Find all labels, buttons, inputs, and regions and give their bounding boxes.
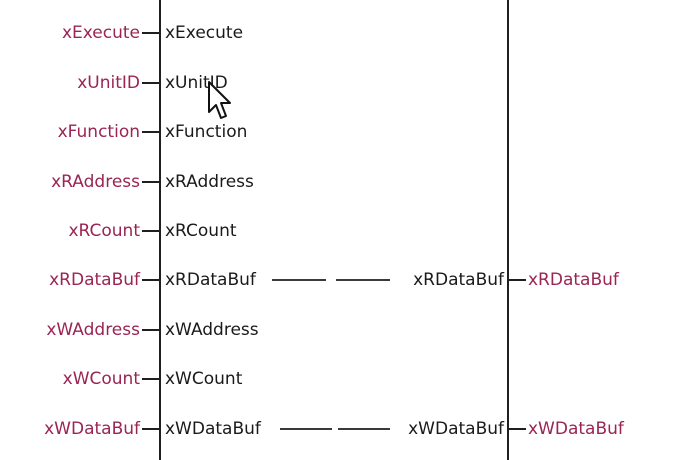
input-variable-xunitid[interactable]: xUnitID: [77, 73, 140, 93]
input-variable-xwcount[interactable]: xWCount: [62, 369, 140, 389]
input-variable-xwaddress[interactable]: xWAddress: [46, 320, 140, 340]
output-pin-xrdatabuf: xRDataBuf: [413, 270, 504, 290]
input-pin-xraddress: xRAddress: [165, 172, 254, 192]
input-wire: [142, 279, 159, 281]
input-variable-xrdatabuf[interactable]: xRDataBuf: [49, 270, 140, 290]
input-pin-xfunction: xFunction: [165, 122, 248, 142]
input-wire: [142, 378, 159, 380]
input-wire: [142, 230, 159, 232]
input-row-xunitid: xUnitID xUnitID: [0, 69, 696, 97]
input-variable-xfunction[interactable]: xFunction: [57, 122, 140, 142]
input-row-xwaddress: xWAddress xWAddress: [0, 316, 696, 344]
inout-connection-dash: [272, 279, 326, 281]
output-pin-xwdatabuf: xWDataBuf: [408, 419, 504, 439]
function-block-left-border: [159, 0, 161, 460]
input-row-xwcount: xWCount xWCount: [0, 365, 696, 393]
inout-connection-dash: [280, 428, 332, 430]
input-wire: [142, 32, 159, 34]
input-variable-xwdatabuf[interactable]: xWDataBuf: [44, 419, 140, 439]
arrow-pointer-icon: [208, 81, 231, 119]
output-variable-xwdatabuf[interactable]: xWDataBuf: [528, 419, 624, 439]
input-wire: [142, 82, 159, 84]
input-wire: [142, 131, 159, 133]
input-wire: [142, 428, 159, 430]
inout-connection-dash: [338, 428, 390, 430]
input-row-xfunction: xFunction xFunction: [0, 118, 696, 146]
input-variable-xraddress[interactable]: xRAddress: [51, 172, 140, 192]
output-wire: [509, 279, 526, 281]
inout-row-xwdatabuf: xWDataBuf xWDataBuf xWDataBuf xWDataBuf: [0, 415, 696, 443]
output-variable-xrdatabuf[interactable]: xRDataBuf: [528, 270, 619, 290]
input-pin-xexecute: xExecute: [165, 23, 244, 43]
input-wire: [142, 181, 159, 183]
input-variable-xrcount[interactable]: xRCount: [68, 221, 140, 241]
input-row-xexecute: xExecute xExecute: [0, 19, 696, 47]
input-pin-xwaddress: xWAddress: [165, 320, 259, 340]
output-wire: [509, 428, 526, 430]
input-variable-xexecute[interactable]: xExecute: [61, 23, 140, 43]
input-pin-xrdatabuf: xRDataBuf: [165, 270, 256, 290]
function-block-right-border: [507, 0, 509, 460]
input-wire: [142, 329, 159, 331]
input-row-xrcount: xRCount xRCount: [0, 217, 696, 245]
input-pin-xwcount: xWCount: [165, 369, 243, 389]
inout-connection-dash: [336, 279, 390, 281]
input-pin-xwdatabuf: xWDataBuf: [165, 419, 261, 439]
inout-row-xrdatabuf: xRDataBuf xRDataBuf xRDataBuf xRDataBuf: [0, 266, 696, 294]
input-row-xraddress: xRAddress xRAddress: [0, 168, 696, 196]
input-pin-xrcount: xRCount: [165, 221, 237, 241]
